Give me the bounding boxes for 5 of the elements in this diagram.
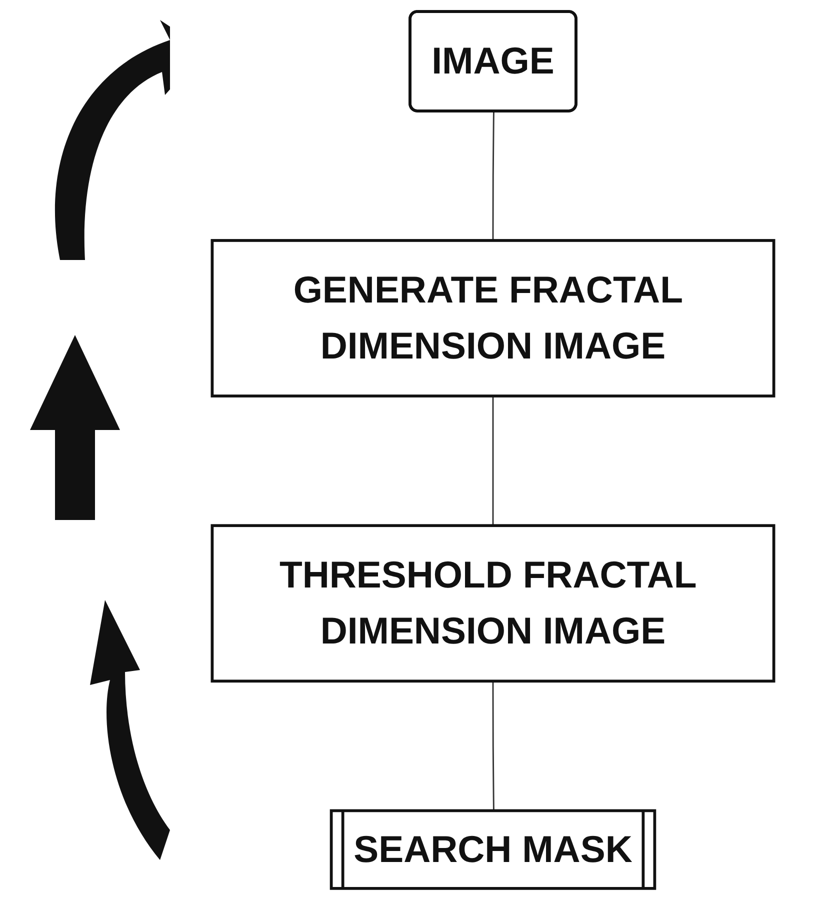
node-box: GENERATE FRACTAL DIMENSION IMAGE [210, 239, 775, 398]
connector [492, 396, 494, 526]
connector [492, 112, 494, 240]
connector [492, 681, 494, 812]
node-box: THRESHOLD FRACTAL DIMENSION IMAGE [210, 524, 775, 683]
